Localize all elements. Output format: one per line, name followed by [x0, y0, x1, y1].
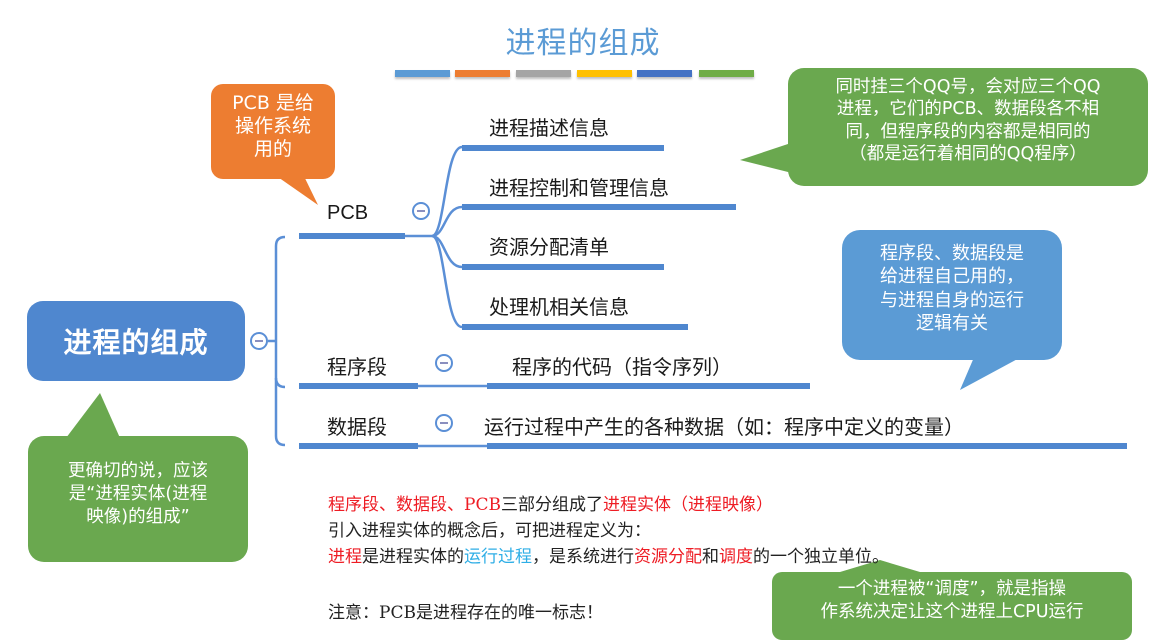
pcb-note-line: 用的 [253, 137, 292, 160]
entity-note-callout: 更确切的说，应该 是“进程实体(进程 映像)的组成” [28, 436, 248, 562]
qq-note-line: （都是运行着相同的QQ程序） [849, 144, 1087, 165]
decor-bar-gray [516, 70, 571, 77]
root-collapse-icon[interactable] [250, 332, 268, 350]
decor-bar-blue [395, 70, 450, 77]
segments-note-line: 与进程自身的运行 [880, 289, 1024, 311]
segments-note-callout: 程序段、数据段是 给进程自己用的， 与进程自身的运行 逻辑有关 [842, 230, 1062, 360]
text-segment: 的一个独立单位。 [753, 547, 889, 567]
data-child[interactable]: 运行过程中产生的各种数据（如：程序中定义的变量） [484, 415, 964, 439]
text-segment: ，是系统进行 [532, 547, 634, 567]
schedule-note-callout: 一个进程被“调度”，就是指操 作系统决定让这个进程上CPU运行 [772, 572, 1132, 640]
branch-code-segment[interactable]: 程序段 [327, 355, 387, 379]
qq-note-tail [740, 140, 800, 175]
pcb-fan-4 [431, 234, 463, 329]
decor-bar-darkblue [637, 70, 692, 77]
pcb-child-control[interactable]: 进程控制和管理信息 [489, 176, 669, 200]
root-node[interactable]: 进程的组成 [27, 301, 245, 381]
segments-note-tail [960, 355, 1025, 390]
schedule-note-tail [830, 560, 930, 575]
branch-pcb[interactable]: PCB [327, 202, 369, 224]
text-segment: 和 [702, 547, 719, 567]
segments-note-line: 逻辑有关 [916, 313, 988, 335]
pcb-collapse-icon[interactable] [412, 202, 430, 220]
page-title: 进程的组成 [505, 26, 661, 61]
note-line: 注意：PCB是进程存在的唯一标志！ [328, 603, 603, 623]
qq-note-line: 同，但程序段的内容都是相同的 [845, 121, 1091, 142]
segments-note-line: 程序段、数据段是 [880, 243, 1024, 264]
entity-note-line: 是“进程实体(进程 [68, 483, 208, 504]
code-collapse-icon[interactable] [435, 354, 453, 372]
pcb-note-line: PCB 是给 [232, 92, 314, 114]
qq-note-line: 同时挂三个QQ号，会对应三个QQ [835, 77, 1101, 97]
entity-note-line: 更确切的说，应该 [68, 461, 208, 481]
data-collapse-icon[interactable] [435, 414, 453, 432]
schedule-note-line: 作系统决定让这个进程上CPU运行 [820, 601, 1084, 622]
qq-note-line: 进程，它们的PCB、数据段各不相 [836, 99, 1100, 120]
trunk-branch-code [274, 377, 286, 389]
text-segment: 调度 [719, 547, 753, 567]
text-segment: 进程 [328, 547, 362, 567]
text-line-2: 引入进程实体的概念后，可把进程定义为： [328, 521, 651, 541]
entity-note-line: 映像)的组成” [86, 506, 190, 527]
pcb-fan-2 [431, 205, 463, 238]
pcb-note-callout: PCB 是给 操作系统 用的 [211, 84, 335, 179]
branch-data-segment[interactable]: 数据段 [327, 415, 387, 439]
text-line-3: 进程是进程实体的运行过程，是系统进行资源分配和调度的一个独立单位。 [328, 542, 889, 567]
decor-bar-green [699, 70, 754, 77]
trunk-line [274, 235, 286, 447]
code-child[interactable]: 程序的代码（指令序列） [512, 355, 732, 379]
text-segment: 是进程实体的 [362, 547, 464, 567]
pcb-note-line: 操作系统 [234, 114, 311, 137]
pcb-child-processor[interactable]: 处理机相关信息 [489, 295, 629, 319]
decor-bar-orange [455, 70, 510, 77]
qq-note-callout: 同时挂三个QQ号，会对应三个QQ 进程，它们的PCB、数据段各不相 同，但程序段… [788, 68, 1148, 186]
text-segment: 程序段、数据段、PCB [328, 495, 501, 515]
text-line-1: 程序段、数据段、PCB三部分组成了进程实体（进程映像） [328, 490, 773, 515]
pcb-child-resources[interactable]: 资源分配清单 [489, 235, 609, 259]
decor-bar-yellow [577, 70, 632, 77]
pcb-fan-1 [431, 145, 463, 238]
schedule-note-line: 一个进程被“调度”，就是指操 [837, 579, 1067, 599]
text-segment: 进程实体（进程映像） [602, 495, 773, 515]
text-segment: 资源分配 [634, 547, 702, 567]
segments-note-line: 给进程自己用的， [880, 266, 1024, 288]
text-segment: 运行过程 [464, 547, 532, 567]
pcb-child-desc[interactable]: 进程描述信息 [489, 116, 609, 140]
entity-note-tail [66, 393, 120, 438]
text-segment: 三部分组成了 [500, 495, 603, 515]
